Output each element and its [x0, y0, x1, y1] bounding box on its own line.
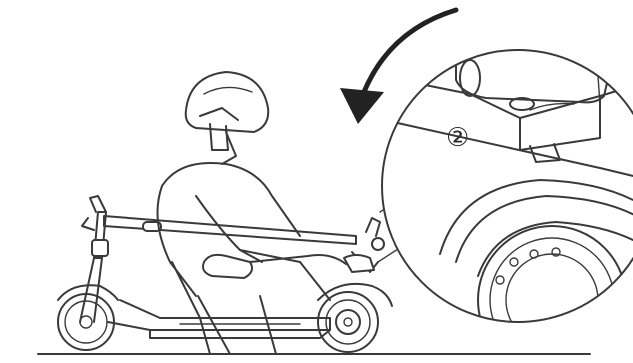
step-number: ② [446, 123, 469, 153]
magnified-detail: ② [382, 48, 633, 363]
front-wheel [58, 285, 118, 350]
helmet-icon [186, 72, 269, 150]
